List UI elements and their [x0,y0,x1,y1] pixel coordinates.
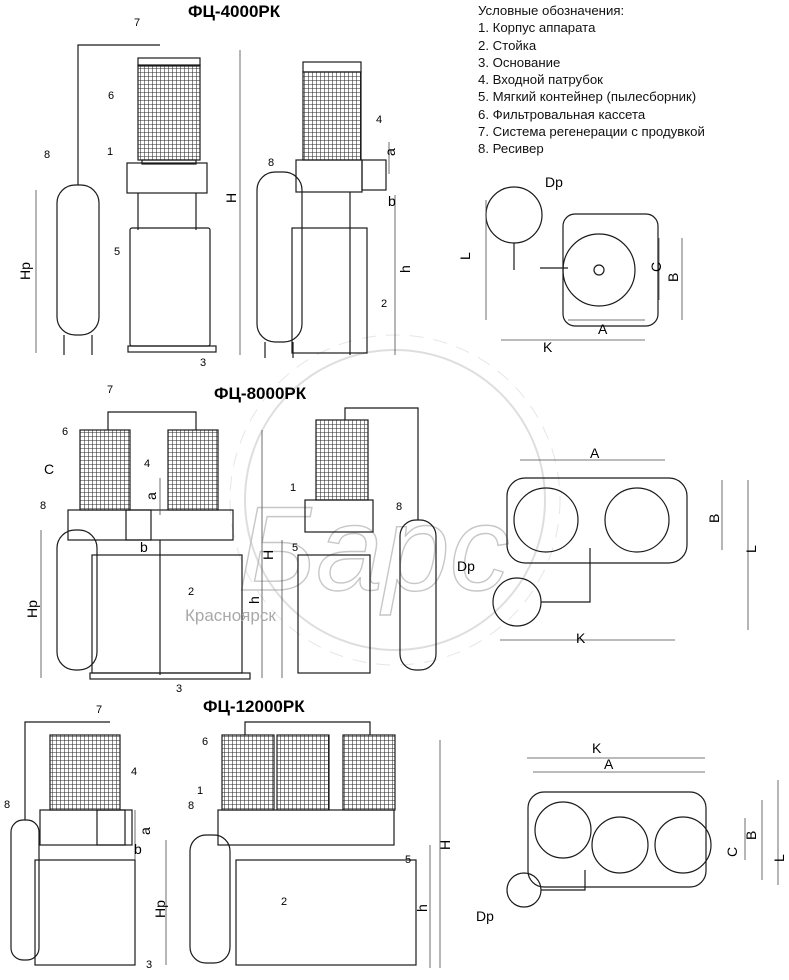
callout-3: 3 [200,357,206,369]
dim-dp-4000: Dp [545,174,563,190]
callout-3b: 3 [176,683,182,695]
dim-h-8000: h [246,596,262,604]
callout-1: 1 [107,146,113,158]
title-fc12000: ФЦ-12000РК [203,697,305,716]
dim-a-4000: a [382,148,398,156]
dim-K-8000: K [576,630,586,646]
fc12000-plan-view [506,791,712,908]
dim-a-8000: a [143,492,159,500]
dim-K-12000: K [592,740,602,756]
legend-item: 3. Основание [478,54,561,70]
callout-8d: 8 [396,501,402,513]
dim-L-8000: L [743,545,759,553]
legend-heading: Условные обозначения: [478,3,625,18]
legend-item: 8. Ресивер [478,141,544,157]
legend: Условные обозначения: 1. Корпус аппарата… [478,2,705,158]
watermark-brand: Барс [238,482,510,616]
fc12000-plan-dimensions [527,757,779,885]
legend-item: 5. Мягкий контейнер (пылесборник) [478,89,697,105]
callout-5c: 5 [405,854,411,866]
fc4000-part-callouts: 7 6 1 8 5 3 4 8 2 [44,17,387,369]
legend-item: 7. Система регенерации с продувкой [478,124,705,140]
legend-item: 6. Фильтровальная кассета [478,106,646,122]
title-fc8000: ФЦ-8000РК [214,384,307,403]
callout-6b: 6 [62,426,68,438]
callout-4b: 4 [144,458,150,470]
fc4000-plan-dimensions [485,200,683,341]
dim-a-12000: a [137,827,153,835]
callout-3c: 3 [146,959,152,971]
dim-hp-8000: Hp [24,600,40,618]
callout-5: 5 [114,246,120,258]
callout-8f: 8 [188,800,194,812]
callout-6: 6 [108,90,114,102]
title-fc4000: ФЦ-4000РК [188,2,281,21]
fc12000-side-view [189,721,417,966]
fc8000-plan-dimensions [500,459,749,641]
dim-H-8000: H [260,550,276,560]
callout-6c: 6 [202,736,208,748]
dim-hp-12000: Hp [152,900,168,918]
fc8000-part-callouts: 7 6 4 1 8 8 5 2 3 [40,384,402,695]
fc4000-plan-view [485,186,659,327]
callout-1c: 1 [197,785,203,797]
fc8000-side-view [297,407,437,674]
legend-item: 1. Корпус аппарата [478,20,596,36]
fc12000-front-view [10,721,136,966]
callout-8: 8 [44,149,50,161]
dim-K-4000: K [543,339,553,355]
fc12000-part-callouts: 7 6 4 1 8 8 5 2 3 [4,704,411,971]
dim-C-8000: C [44,461,54,477]
callout-1b: 1 [290,482,296,494]
dim-C-4000: C [648,262,664,272]
dimension-labels: Hp H a b h Dp L C B A K C a b Hp H h A B… [17,148,787,924]
callout-7c: 7 [96,704,102,716]
dim-C-12000: C [724,847,740,857]
dim-dp-8000: Dp [457,558,475,574]
fc4000-front-view [56,44,217,355]
dim-b-8000: b [140,539,148,555]
legend-item: 4. Входной патрубок [478,72,603,88]
callout-4: 4 [376,114,382,126]
fc12000-dimension-lines [134,740,441,968]
dim-A-12000: A [604,756,614,772]
callout-2c: 2 [281,896,287,908]
fc8000-front-view [56,411,251,680]
dim-B-4000: B [665,273,681,282]
callout-2b: 2 [188,586,194,598]
watermark-city: Красноярск [185,606,276,625]
dim-H-12000: H [437,840,453,850]
callout-4c: 4 [131,766,137,778]
dim-A-8000: A [590,445,600,461]
fc8000-plan-view [492,477,688,627]
dim-L-12000: L [771,854,787,862]
dim-B-12000: B [743,831,759,840]
callout-8c: 8 [40,500,46,512]
dim-L-4000: L [457,252,473,260]
dim-h-12000: h [414,904,430,912]
dim-H-4000: H [223,193,239,203]
callout-7b: 7 [107,384,113,396]
callout-7: 7 [134,17,140,29]
fc4000-dimension-lines [35,50,396,355]
callout-5b: 5 [292,542,298,554]
dim-b-4000: b [388,193,396,209]
callout-8e: 8 [4,799,10,811]
dim-b-12000: b [134,841,142,857]
dim-hp-4000: Hp [17,262,33,280]
dim-dp-12000: Dp [476,908,494,924]
dim-h-4000: h [397,265,413,273]
legend-item: 2. Стойка [478,37,537,53]
fc8000-dimension-lines [40,430,283,678]
dim-A-4000: A [598,321,608,337]
fc4000-side-view [256,61,387,358]
dim-B-8000: B [706,514,722,523]
callout-8b: 8 [268,157,274,169]
callout-2: 2 [381,298,387,310]
